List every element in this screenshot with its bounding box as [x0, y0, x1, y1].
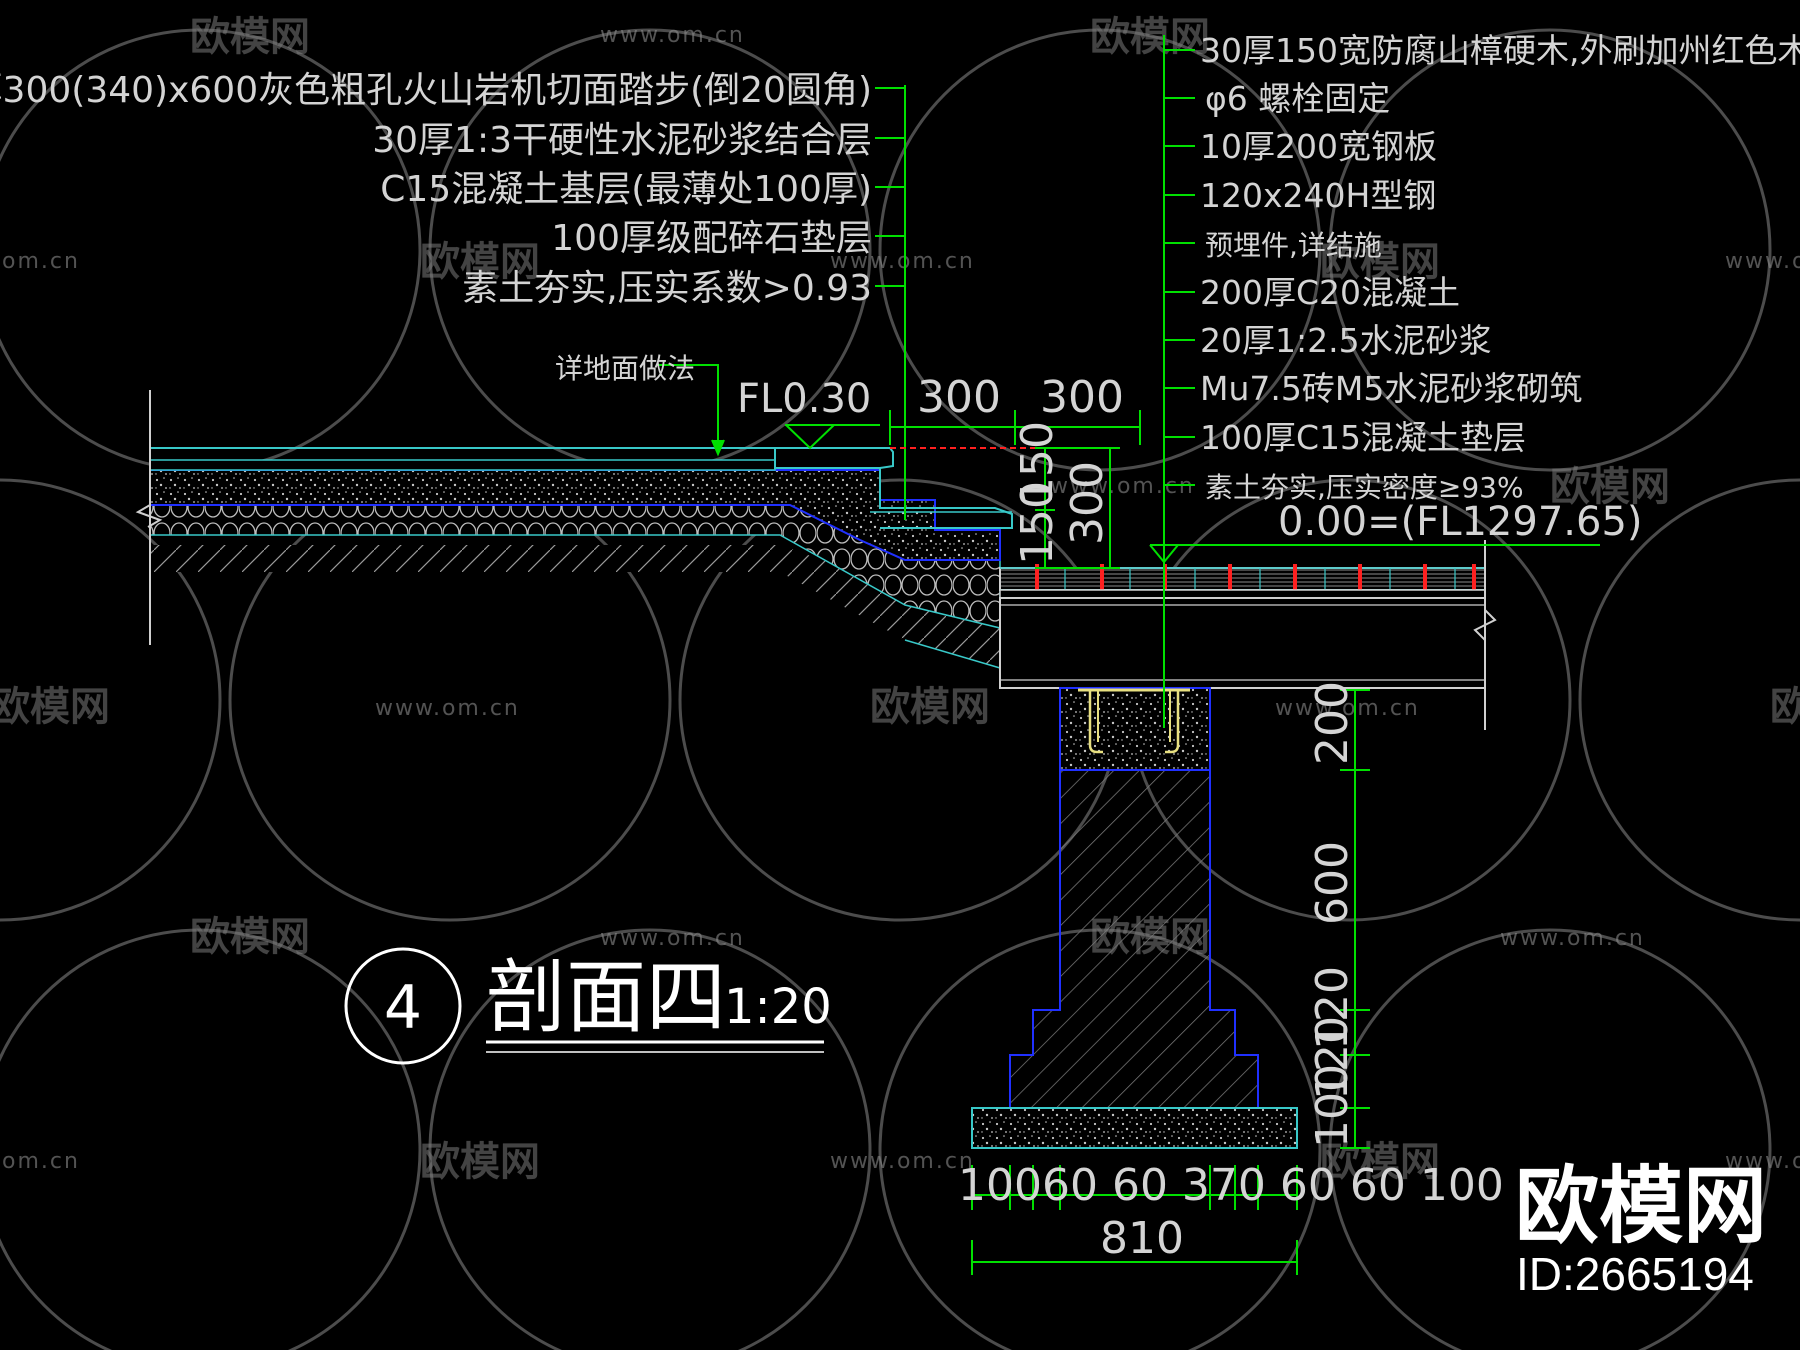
right-note-2: φ6 螺栓固定: [1205, 79, 1390, 118]
left-note-4: 100厚级配碎石垫层: [551, 218, 872, 259]
watermark-url: www.om.cn: [1500, 926, 1645, 951]
watermark-logo: 欧模网: [190, 914, 310, 960]
right-note-3: 10厚200宽钢板: [1200, 127, 1437, 166]
watermark-url-partial: om.cn: [2, 249, 80, 274]
left-notes: 50厚300(340)x600灰色粗孔火山岩机切面踏步(倒20圆角) 30厚1:…: [0, 70, 872, 309]
elevation-label: FL0.30: [737, 376, 871, 422]
watermark-logo: 欧模网: [1320, 1139, 1440, 1185]
watermark-url: www.om.cn: [1275, 696, 1420, 721]
watermark-url: www.om.cn: [830, 1149, 975, 1174]
corner-branding: 欧模网 ID:2665194: [1515, 1159, 1767, 1300]
dim-top-2: 300: [1040, 372, 1124, 423]
section-title: 4 剖面四 1:20: [344, 947, 832, 1065]
right-note-10: 素土夯实,压实密度≥93%: [1205, 471, 1524, 504]
right-note-5: 预埋件,详结施: [1205, 229, 1382, 262]
watermark-url: www.om.cn: [1725, 249, 1800, 274]
right-note-7: 20厚1:2.5水泥砂浆: [1200, 321, 1492, 360]
brand-id-text: ID:2665194: [1516, 1248, 1754, 1300]
right-notes: 30厚150宽防腐山樟硬木,外刷加州红色木蜡油 φ6 螺栓固定 10厚200宽钢…: [1200, 31, 1800, 504]
dim-bottom-total: 810: [1100, 1213, 1184, 1264]
watermark-logo: 欧模网: [1320, 239, 1440, 285]
watermark-logo: 欧模网: [870, 684, 990, 730]
deck-foundation-section: [971, 540, 1497, 1149]
left-note-2: 30厚1:3干硬性水泥砂浆结合层: [372, 120, 872, 161]
watermark-logo: 欧模网: [420, 1139, 540, 1185]
watermark-logo: 欧模网: [190, 14, 310, 60]
right-note-4: 120x240H型钢: [1200, 176, 1436, 215]
dim-right-120b: 120: [1307, 1016, 1358, 1100]
dim-top-1: 300: [917, 372, 1001, 423]
watermark-logo: 欧模网: [1550, 464, 1670, 510]
watermark-logo: 欧模网: [1090, 14, 1210, 60]
left-note-1: 50厚300(340)x600灰色粗孔火山岩机切面踏步(倒20圆角): [0, 70, 872, 111]
dimension-text: 300 300 150 150 300 200 600 120 120 100 …: [917, 372, 1504, 1264]
dim-right-200: 200: [1307, 681, 1358, 765]
right-note-6: 200厚C20混凝土: [1200, 273, 1460, 312]
watermark-logo-partial: 欧模网: [1770, 684, 1800, 730]
watermark-url: www.om.cn: [600, 23, 745, 48]
watermark-logo: 欧模网: [420, 239, 540, 285]
dim-vert-150b: 150: [1012, 481, 1063, 565]
brand-logo-text: 欧模网: [1515, 1159, 1767, 1253]
floor-note: 详地面做法: [555, 352, 695, 385]
watermark-url: www.om.cn: [1050, 474, 1195, 499]
dim-right-100: 100: [1307, 1064, 1358, 1148]
watermark-url-partial: om.cn: [2, 1149, 80, 1174]
watermark-url: www.om.cn: [600, 926, 745, 951]
dim-vert-150: 150: [1012, 421, 1063, 505]
dim-vert-300: 300: [1062, 461, 1113, 545]
left-note-3: C15混凝土基层(最薄处100厚): [380, 169, 872, 210]
dim-bottom-chain: 10060 60 370 60 60 100: [958, 1160, 1504, 1211]
section-scale: 1:20: [724, 979, 832, 1035]
section-number: 4: [384, 973, 422, 1043]
right-note-8: Mu7.5砖M5水泥砂浆砌筑: [1200, 369, 1582, 408]
dim-right-120a: 120: [1307, 966, 1358, 1050]
datum-label: 0.00=(FL1297.65): [1278, 499, 1643, 545]
left-note-5: 素土夯实,压实系数>0.93: [462, 268, 872, 309]
watermark-layer: 欧模网 欧模网 欧模网 欧模网 欧模网 欧模网 欧模网 欧模网 欧模网 欧模网 …: [0, 14, 1800, 1350]
right-note-9: 100厚C15混凝土垫层: [1200, 418, 1526, 457]
dim-right-600: 600: [1307, 841, 1358, 925]
step-pavement-section: [135, 390, 1013, 669]
dimension-lines: [889, 410, 1370, 1275]
leader-lines: [658, 35, 1600, 728]
watermark-url: www.om.cn: [830, 249, 975, 274]
section-title-text: 剖面四: [486, 951, 726, 1044]
right-note-1: 30厚150宽防腐山樟硬木,外刷加州红色木蜡油: [1200, 31, 1800, 70]
watermark-logo-partial: 欧模网: [0, 684, 110, 730]
section-number-circle: [344, 947, 462, 1065]
watermark-url: www.om.cn: [1725, 1149, 1800, 1174]
watermark-url: www.om.cn: [375, 696, 520, 721]
